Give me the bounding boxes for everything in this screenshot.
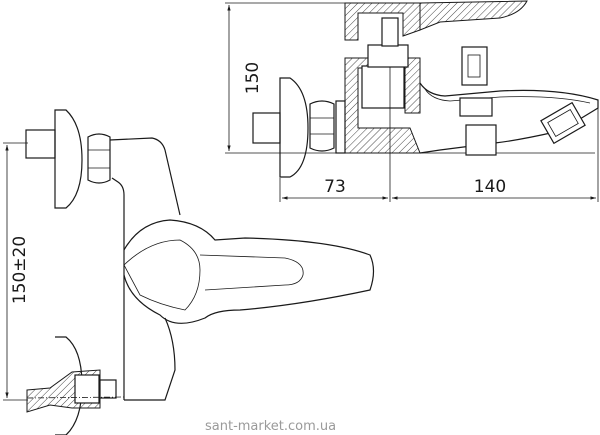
top-hex-nut	[87, 133, 111, 184]
lever-dome	[123, 239, 201, 311]
valve-body-section	[344, 57, 421, 154]
shower-outlet	[465, 124, 497, 156]
wall-stub	[252, 112, 281, 144]
wall-escutcheon	[279, 77, 309, 178]
lever	[419, 0, 528, 31]
top-escutcheon	[54, 109, 83, 209]
watermark: sant-market.com.ua	[205, 419, 336, 434]
lever-handle	[123, 219, 375, 324]
dimension-label-73: 73	[324, 177, 346, 197]
dimension-label-140: 140	[474, 177, 506, 197]
hex-nut	[309, 100, 335, 152]
front-view: 150±20	[3, 109, 375, 435]
cartridge	[361, 65, 405, 109]
diverter-knob	[461, 46, 488, 86]
dimension-label-150: 150	[243, 62, 263, 94]
side-section-view: 150 73 140	[225, 0, 599, 202]
spout	[419, 82, 599, 154]
mixer-body	[109, 137, 181, 400]
dimension-label-150-20: 150±20	[10, 236, 30, 304]
aerator	[540, 101, 586, 145]
